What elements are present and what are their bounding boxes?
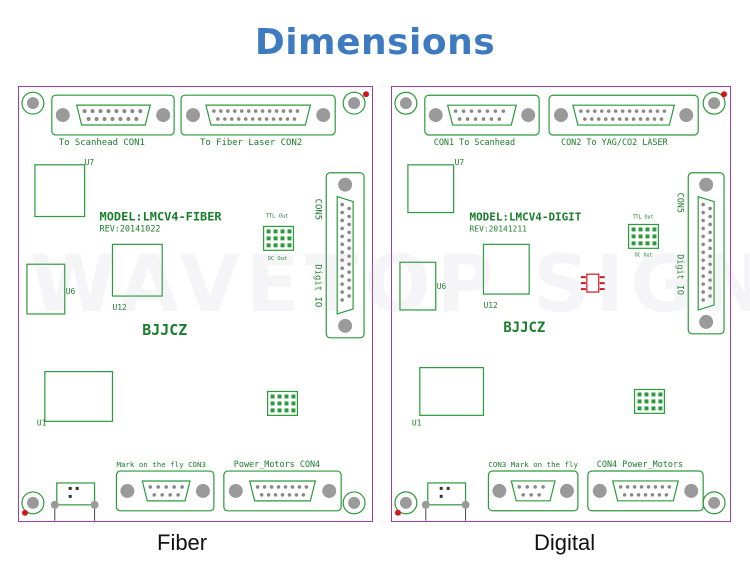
con4-label: CON4 Power_Motors <box>597 459 683 469</box>
con1-label: CON1 To Scanhead <box>434 137 515 147</box>
digit-io-label: Digit IO <box>312 264 322 307</box>
ic-u7 <box>34 164 86 218</box>
fiber-caption: Fiber <box>157 530 208 555</box>
jumper-block-top <box>263 225 295 251</box>
digital-caption: Digital <box>534 530 596 555</box>
u1-label: U1 <box>37 418 47 427</box>
con1-label: To Scanhead CON1 <box>59 138 145 148</box>
model-label: MODEL:LMCV4-DIGIT <box>470 210 582 223</box>
ic-u12 <box>482 243 530 295</box>
con2-label: CON2 To YAG/CO2 LASER <box>561 137 669 147</box>
ic-u12 <box>111 243 163 297</box>
con5-connector <box>325 172 365 339</box>
con3-label: Mark on the fly CON3 <box>116 460 206 469</box>
digital-pcb-drawing: CON1 To Scanhead CON2 To YAG/CO2 LASER U… <box>394 91 728 521</box>
con4-label: Power_Motors CON4 <box>234 459 320 469</box>
mounting-hole-bottom-right <box>702 491 726 515</box>
u1-label: U1 <box>412 418 422 427</box>
con1-connector <box>51 94 175 136</box>
con5-connector <box>687 172 725 335</box>
brand-label: BJJCZ <box>142 321 187 339</box>
con1-connector <box>424 94 540 136</box>
u6-label: U6 <box>66 287 76 296</box>
u7-label: U7 <box>85 158 95 167</box>
ic-u6 <box>399 261 437 311</box>
mounting-hole-top-left <box>394 91 418 115</box>
con4-connector <box>587 470 704 512</box>
mounting-hole-top-right <box>342 91 370 115</box>
fiber-pcb-drawing: To Scanhead CON1 To Fiber Laser CON2 U7 … <box>21 91 370 521</box>
con3-connector <box>115 470 215 512</box>
mounting-hole-bottom-right <box>342 491 366 515</box>
ic-u1 <box>44 371 114 422</box>
ic-u7 <box>407 164 455 214</box>
u6-label: U6 <box>437 282 447 291</box>
u12-label: U12 <box>483 301 498 310</box>
ic-u6 <box>26 263 66 315</box>
mounting-hole-bottom-left <box>21 491 45 516</box>
con2-connector <box>180 94 336 136</box>
oc-out-label: OC Out <box>635 252 653 258</box>
con5-label: CON5 <box>312 199 322 221</box>
red-relay-component <box>580 273 605 293</box>
digit-io-label: Digit IO <box>675 254 685 295</box>
con3-label: CON3 Mark on the fly <box>488 460 578 469</box>
jumper-block-bottom <box>633 388 665 414</box>
mounting-hole-top-right <box>702 91 728 115</box>
model-label: MODEL:LMCV4-FIBER <box>100 209 223 223</box>
brand-label: BJJCZ <box>503 320 545 336</box>
jumper-block-top <box>628 223 660 249</box>
u12-label: U12 <box>112 303 127 312</box>
mounting-hole-bottom-left <box>394 491 418 516</box>
con2-label: To Fiber Laser CON2 <box>200 138 302 148</box>
mounting-hole-top-left <box>21 91 45 115</box>
ttl-out-label: TTL Out <box>633 215 654 221</box>
con2-connector <box>548 94 699 136</box>
fiber-board-diagram: To Scanhead CON1 To Fiber Laser CON2 U7 … <box>18 86 373 522</box>
oc-out-label: OC Out <box>268 256 288 262</box>
ttl-out-label: TTL Out <box>266 213 289 219</box>
rev-label: REV:20141211 <box>470 224 528 233</box>
usb-connector <box>421 482 470 521</box>
con4-connector <box>223 470 342 512</box>
con3-connector <box>487 470 579 512</box>
usb-connector <box>50 482 99 521</box>
jumper-block-bottom <box>266 390 299 416</box>
digital-board-diagram: CON1 To Scanhead CON2 To YAG/CO2 LASER U… <box>391 86 731 522</box>
page-title: Dimensions <box>254 22 496 63</box>
rev-label: REV:20141022 <box>100 223 161 233</box>
con5-label: CON5 <box>675 193 685 213</box>
ic-u1 <box>419 367 485 416</box>
u7-label: U7 <box>455 158 465 167</box>
